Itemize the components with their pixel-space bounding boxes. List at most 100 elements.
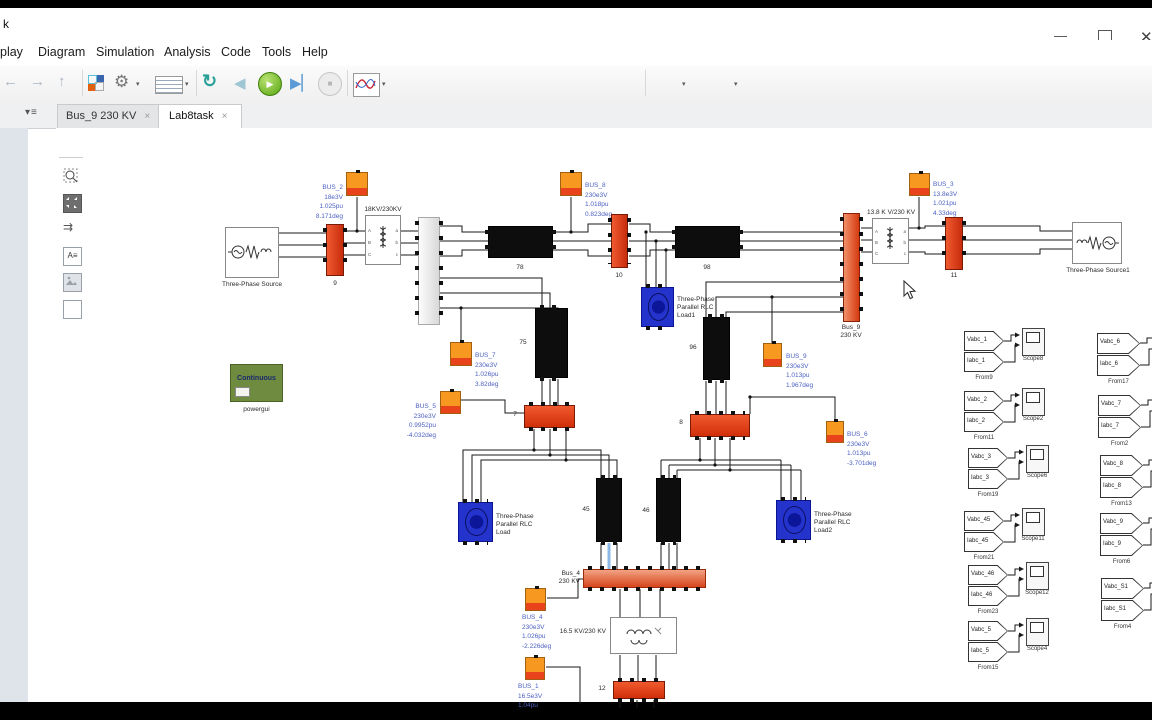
rlc-load1-block[interactable] (641, 284, 674, 330)
powergui-block[interactable]: Continuous (230, 364, 283, 402)
step-forward-icon[interactable]: ▶▏ (290, 75, 314, 92)
line-96-block[interactable] (703, 314, 730, 383)
from-tag-iabc1[interactable]: Iabc_1 (964, 352, 1004, 372)
sdi-caret-icon[interactable]: ▾ (382, 81, 386, 88)
library-browser-icon[interactable] (88, 75, 104, 91)
bus-1-block[interactable] (415, 217, 443, 325)
tab-bus9-230kv[interactable]: Bus_9 230 KV× (57, 104, 167, 129)
advisor-caret-icon[interactable]: ▾ (682, 81, 686, 88)
transformer-16kv-230kv[interactable] (610, 617, 677, 654)
bus2-display-block[interactable] (346, 170, 368, 196)
forward-icon[interactable]: → (30, 73, 45, 90)
annotation-icon[interactable]: A≡ (63, 247, 82, 266)
run-button[interactable]: ▶ (258, 72, 282, 96)
block-label[interactable]: 78 (516, 264, 524, 271)
block-label[interactable]: 9 (333, 280, 337, 287)
block-label[interactable]: 98 (703, 264, 711, 271)
block-label[interactable]: 45 (582, 506, 590, 513)
bus5-display-block[interactable] (440, 389, 461, 414)
configure-caret-icon[interactable]: ▾ (185, 81, 189, 88)
menu-help[interactable]: Help (302, 45, 328, 59)
bus-measure-7[interactable] (524, 402, 575, 431)
block-label[interactable]: 13.8 K V/230 KV (866, 209, 916, 216)
line-78-block[interactable] (485, 226, 556, 258)
from-tag-vabc45[interactable]: Vabc_45 (964, 511, 1004, 531)
from-tag-vabc2[interactable]: Vabc_2 (964, 391, 1004, 411)
rlc-load-block[interactable] (458, 499, 493, 545)
from-tag-vabc6[interactable]: Vabc_6 (1097, 333, 1140, 354)
block-label[interactable]: Three-Phase Source1 (1066, 267, 1130, 274)
from-tag-vabc1[interactable]: Vabc_1 (964, 331, 1004, 351)
three-phase-source1-block[interactable] (1072, 222, 1122, 264)
bus7-display-block[interactable] (450, 340, 472, 366)
back-icon[interactable]: ← (3, 73, 18, 90)
from-tag-iabc8[interactable]: Iabc_8 (1100, 477, 1143, 498)
menu-analysis[interactable]: Analysis (164, 45, 211, 59)
menu-code[interactable]: Code (221, 45, 251, 59)
zoom-icon[interactable] (63, 168, 80, 185)
from-tag-iabc6[interactable]: Iabc_6 (1097, 355, 1140, 376)
from-tag-iabcs1[interactable]: Iabc_S1 (1101, 600, 1144, 621)
bus-measure-8[interactable] (690, 411, 750, 440)
from-tag-iabc9[interactable]: Iabc_9 (1100, 535, 1143, 556)
scope-block[interactable] (1026, 445, 1049, 473)
block-label[interactable]: 10 (615, 272, 623, 279)
menu-diagram[interactable]: Diagram (38, 45, 86, 59)
scope-block[interactable] (1022, 508, 1045, 536)
bus6-display-block[interactable] (826, 419, 844, 443)
line-98-block[interactable] (672, 226, 743, 258)
line-45-block[interactable] (596, 475, 622, 545)
configure-icon[interactable] (155, 76, 183, 94)
block-label[interactable]: powergui (243, 406, 270, 413)
from-tag-iabc3[interactable]: Iabc_3 (968, 469, 1008, 489)
block-label[interactable]: 18KV/230KV (364, 206, 402, 213)
scope-block[interactable] (1022, 328, 1045, 356)
tab-lab8task[interactable]: Lab8task× (158, 104, 242, 129)
gear-caret-icon[interactable]: ▾ (136, 81, 140, 88)
block-label[interactable]: 12 (598, 685, 606, 692)
block-label[interactable]: 46 (642, 507, 650, 514)
image-icon[interactable] (63, 273, 82, 292)
simulation-data-inspector-icon[interactable] (353, 73, 380, 97)
rlc-load2-block[interactable] (776, 497, 811, 543)
tab-overflow-icon[interactable]: ▾≡ (25, 107, 38, 118)
block-label[interactable]: 96 (689, 344, 697, 351)
from-tag-vabc3[interactable]: Vabc_3 (968, 448, 1008, 468)
from-tag-iabc2[interactable]: Iabc_2 (964, 412, 1004, 432)
scope-block[interactable] (1026, 562, 1049, 590)
bus-measure-9[interactable] (323, 224, 347, 276)
from-tag-iabc45[interactable]: Iabc_45 (964, 532, 1004, 552)
build-caret-icon[interactable]: ▾ (734, 81, 738, 88)
from-tag-vabc7[interactable]: Vabc_7 (1098, 395, 1141, 416)
bus8-display-block[interactable] (560, 170, 582, 196)
fit-to-view-icon[interactable] (63, 194, 82, 213)
from-tag-iabc7[interactable]: Iabc_7 (1098, 417, 1141, 438)
bus-measure-11[interactable] (942, 217, 966, 270)
three-phase-source-block[interactable] (225, 227, 279, 278)
bus-measure-10[interactable] (608, 214, 631, 268)
bus9-230kv-block[interactable] (840, 213, 863, 322)
scope-block[interactable] (1022, 388, 1045, 416)
block-label[interactable]: 7 (513, 411, 517, 418)
bus-measure-12[interactable] (613, 678, 665, 702)
from-tag-iabc46[interactable]: Iabc_46 (968, 586, 1008, 606)
from-tag-vabc8[interactable]: Vabc_8 (1100, 455, 1143, 476)
menu-simulation[interactable]: Simulation (96, 45, 155, 59)
bus3-display-block[interactable] (909, 171, 930, 196)
gear-icon[interactable]: ⚙ (114, 72, 130, 91)
minimize-button[interactable]: — (1054, 28, 1067, 43)
signal-routing-icon[interactable]: ⇉ (63, 220, 74, 234)
from-tag-iabc5[interactable]: Iabc_5 (968, 642, 1008, 662)
menu-display[interactable]: play (0, 45, 23, 59)
menu-tools[interactable]: Tools (262, 45, 292, 59)
scope-block[interactable] (1026, 618, 1049, 646)
stop-button[interactable]: ■ (318, 72, 342, 96)
block-label[interactable]: 75 (519, 339, 527, 346)
from-tag-vabc9[interactable]: Vabc_9 (1100, 513, 1143, 534)
transformer-18kv-230kv[interactable]: A B C a b c (365, 215, 401, 265)
bus4-230kv-block[interactable] (583, 566, 706, 591)
